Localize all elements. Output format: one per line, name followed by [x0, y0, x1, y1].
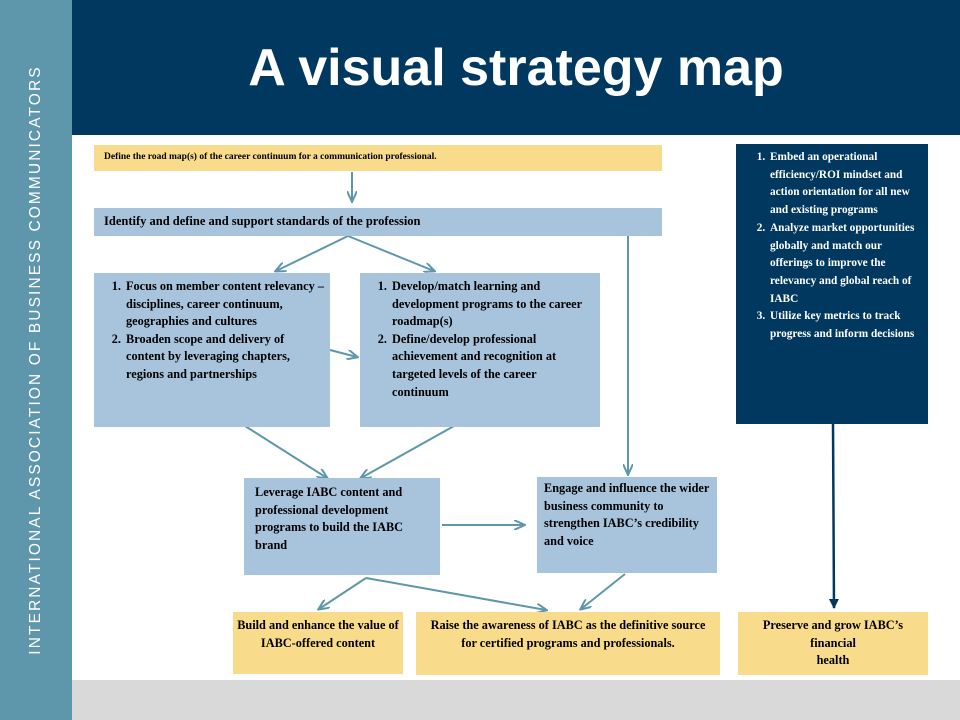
preserve-grow-text-line1: Preserve and grow IABC’s financial	[762, 618, 904, 650]
arrow-leverage-to-awareness	[365, 577, 546, 610]
member-content-list: Focus on member content relevancy – disc…	[100, 278, 324, 384]
arrow-engage-to-awareness	[581, 573, 626, 609]
arrow-standards-to-learning	[347, 235, 434, 271]
arrow-operations-to-preserve	[828, 423, 839, 609]
sidebar-band: INTERNATIONAL ASSOCIATION OF BUSINESS CO…	[0, 0, 72, 720]
list-item: Analyze market opportunities globally an…	[768, 220, 923, 309]
enhance-value-box: Build and enhance the value of IABC-offe…	[233, 612, 403, 674]
leverage-brand-box: Leverage IABC content and professional d…	[244, 478, 440, 575]
raise-awareness-box: Raise the awareness of IABC as the defin…	[416, 612, 720, 675]
page-title: A visual strategy map	[248, 39, 784, 97]
learning-programs-box: Develop/match learning and development p…	[360, 273, 600, 427]
arrow-member-to-learning	[329, 349, 357, 357]
footer-band	[72, 680, 960, 720]
engage-influence-text: Engage and influence the wider business …	[544, 481, 710, 548]
enhance-value-text: Build and enhance the value of IABC-offe…	[237, 618, 399, 650]
learning-programs-list: Develop/match learning and development p…	[366, 278, 594, 401]
list-item: Embed an operational efficiency/ROI mind…	[768, 149, 923, 220]
raise-awareness-text: Raise the awareness of IABC as the defin…	[430, 618, 706, 650]
list-item: Utilize key metrics to track progress an…	[768, 308, 923, 343]
roadmap-text: Define the road map(s) of the career con…	[104, 152, 437, 162]
arrow-member-to-leverage	[244, 425, 327, 478]
operations-box: Embed an operational efficiency/ROI mind…	[736, 144, 928, 424]
standards-box: Identify and define and support standard…	[94, 208, 662, 236]
operations-list: Embed an operational efficiency/ROI mind…	[740, 149, 923, 344]
leverage-brand-text: Leverage IABC content and professional d…	[255, 485, 404, 552]
preserve-grow-text-line2: health	[816, 653, 850, 668]
engage-influence-box: Engage and influence the wider business …	[537, 477, 717, 573]
preserve-grow-box: Preserve and grow IABC’s financial healt…	[738, 612, 928, 675]
standards-text: Identify and define and support standard…	[104, 214, 421, 228]
roadmap-box: Define the road map(s) of the career con…	[94, 145, 662, 171]
list-item: Broaden scope and delivery of content by…	[124, 331, 324, 384]
list-item: Focus on member content relevancy – disc…	[124, 278, 324, 331]
arrow-learning-to-leverage	[361, 425, 455, 478]
member-content-box: Focus on member content relevancy – disc…	[94, 273, 330, 427]
arrow-standards-to-member-content	[276, 235, 349, 271]
arrow-leverage-to-enhance	[319, 577, 367, 609]
list-item: Define/develop professional achievement …	[390, 331, 594, 401]
header-bar: A visual strategy map	[72, 0, 960, 135]
list-item: Develop/match learning and development p…	[390, 278, 594, 331]
